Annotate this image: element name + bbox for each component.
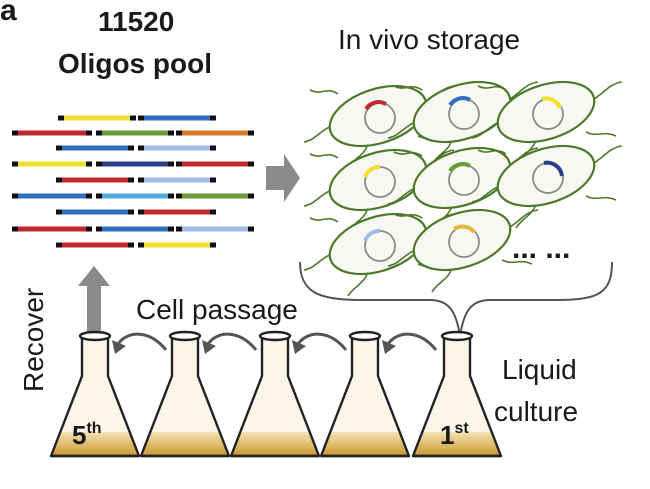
flask — [229, 330, 321, 458]
arrow-head — [112, 340, 126, 354]
bacterial-cell — [386, 197, 540, 294]
passage-arrow — [386, 332, 438, 351]
bacterial-cell — [386, 69, 540, 166]
oligo-pool-label: Oligos pool — [58, 48, 212, 79]
arrow-head — [202, 340, 216, 354]
bacterial-cell — [302, 201, 456, 298]
culture-label: culture — [494, 396, 579, 427]
fifth-flask-label: 5th — [72, 420, 102, 450]
more-cells-ellipsis: ... ... — [512, 232, 570, 265]
cell-passage-label: Cell passage — [136, 294, 298, 325]
bacterial-cell — [302, 73, 456, 170]
arrow-head — [382, 340, 396, 354]
arrow-head — [292, 340, 306, 354]
flask — [139, 330, 231, 458]
oligo-pool — [12, 115, 254, 248]
passage-arrow — [206, 332, 258, 351]
passage-arrows — [116, 332, 438, 351]
storage-arrow — [266, 154, 300, 202]
panel-letter: a — [0, 0, 17, 27]
first-flask-label: 1st — [440, 420, 469, 450]
storage-label: In vivo storage — [338, 24, 521, 55]
bacteria-grid — [302, 69, 624, 298]
flask-fifth — [49, 330, 141, 458]
bacterial-cell — [302, 137, 456, 234]
oligo-count: 11520 — [98, 6, 175, 37]
bacterial-cell — [386, 135, 540, 232]
bacterial-cell — [470, 69, 624, 166]
liquid-label: Liquid — [502, 354, 577, 385]
flask — [319, 330, 411, 458]
recover-arrow — [78, 266, 110, 342]
bacterial-cell — [470, 133, 624, 230]
passage-arrow — [116, 332, 168, 351]
flask-first — [411, 330, 503, 458]
passage-arrow — [296, 332, 348, 351]
